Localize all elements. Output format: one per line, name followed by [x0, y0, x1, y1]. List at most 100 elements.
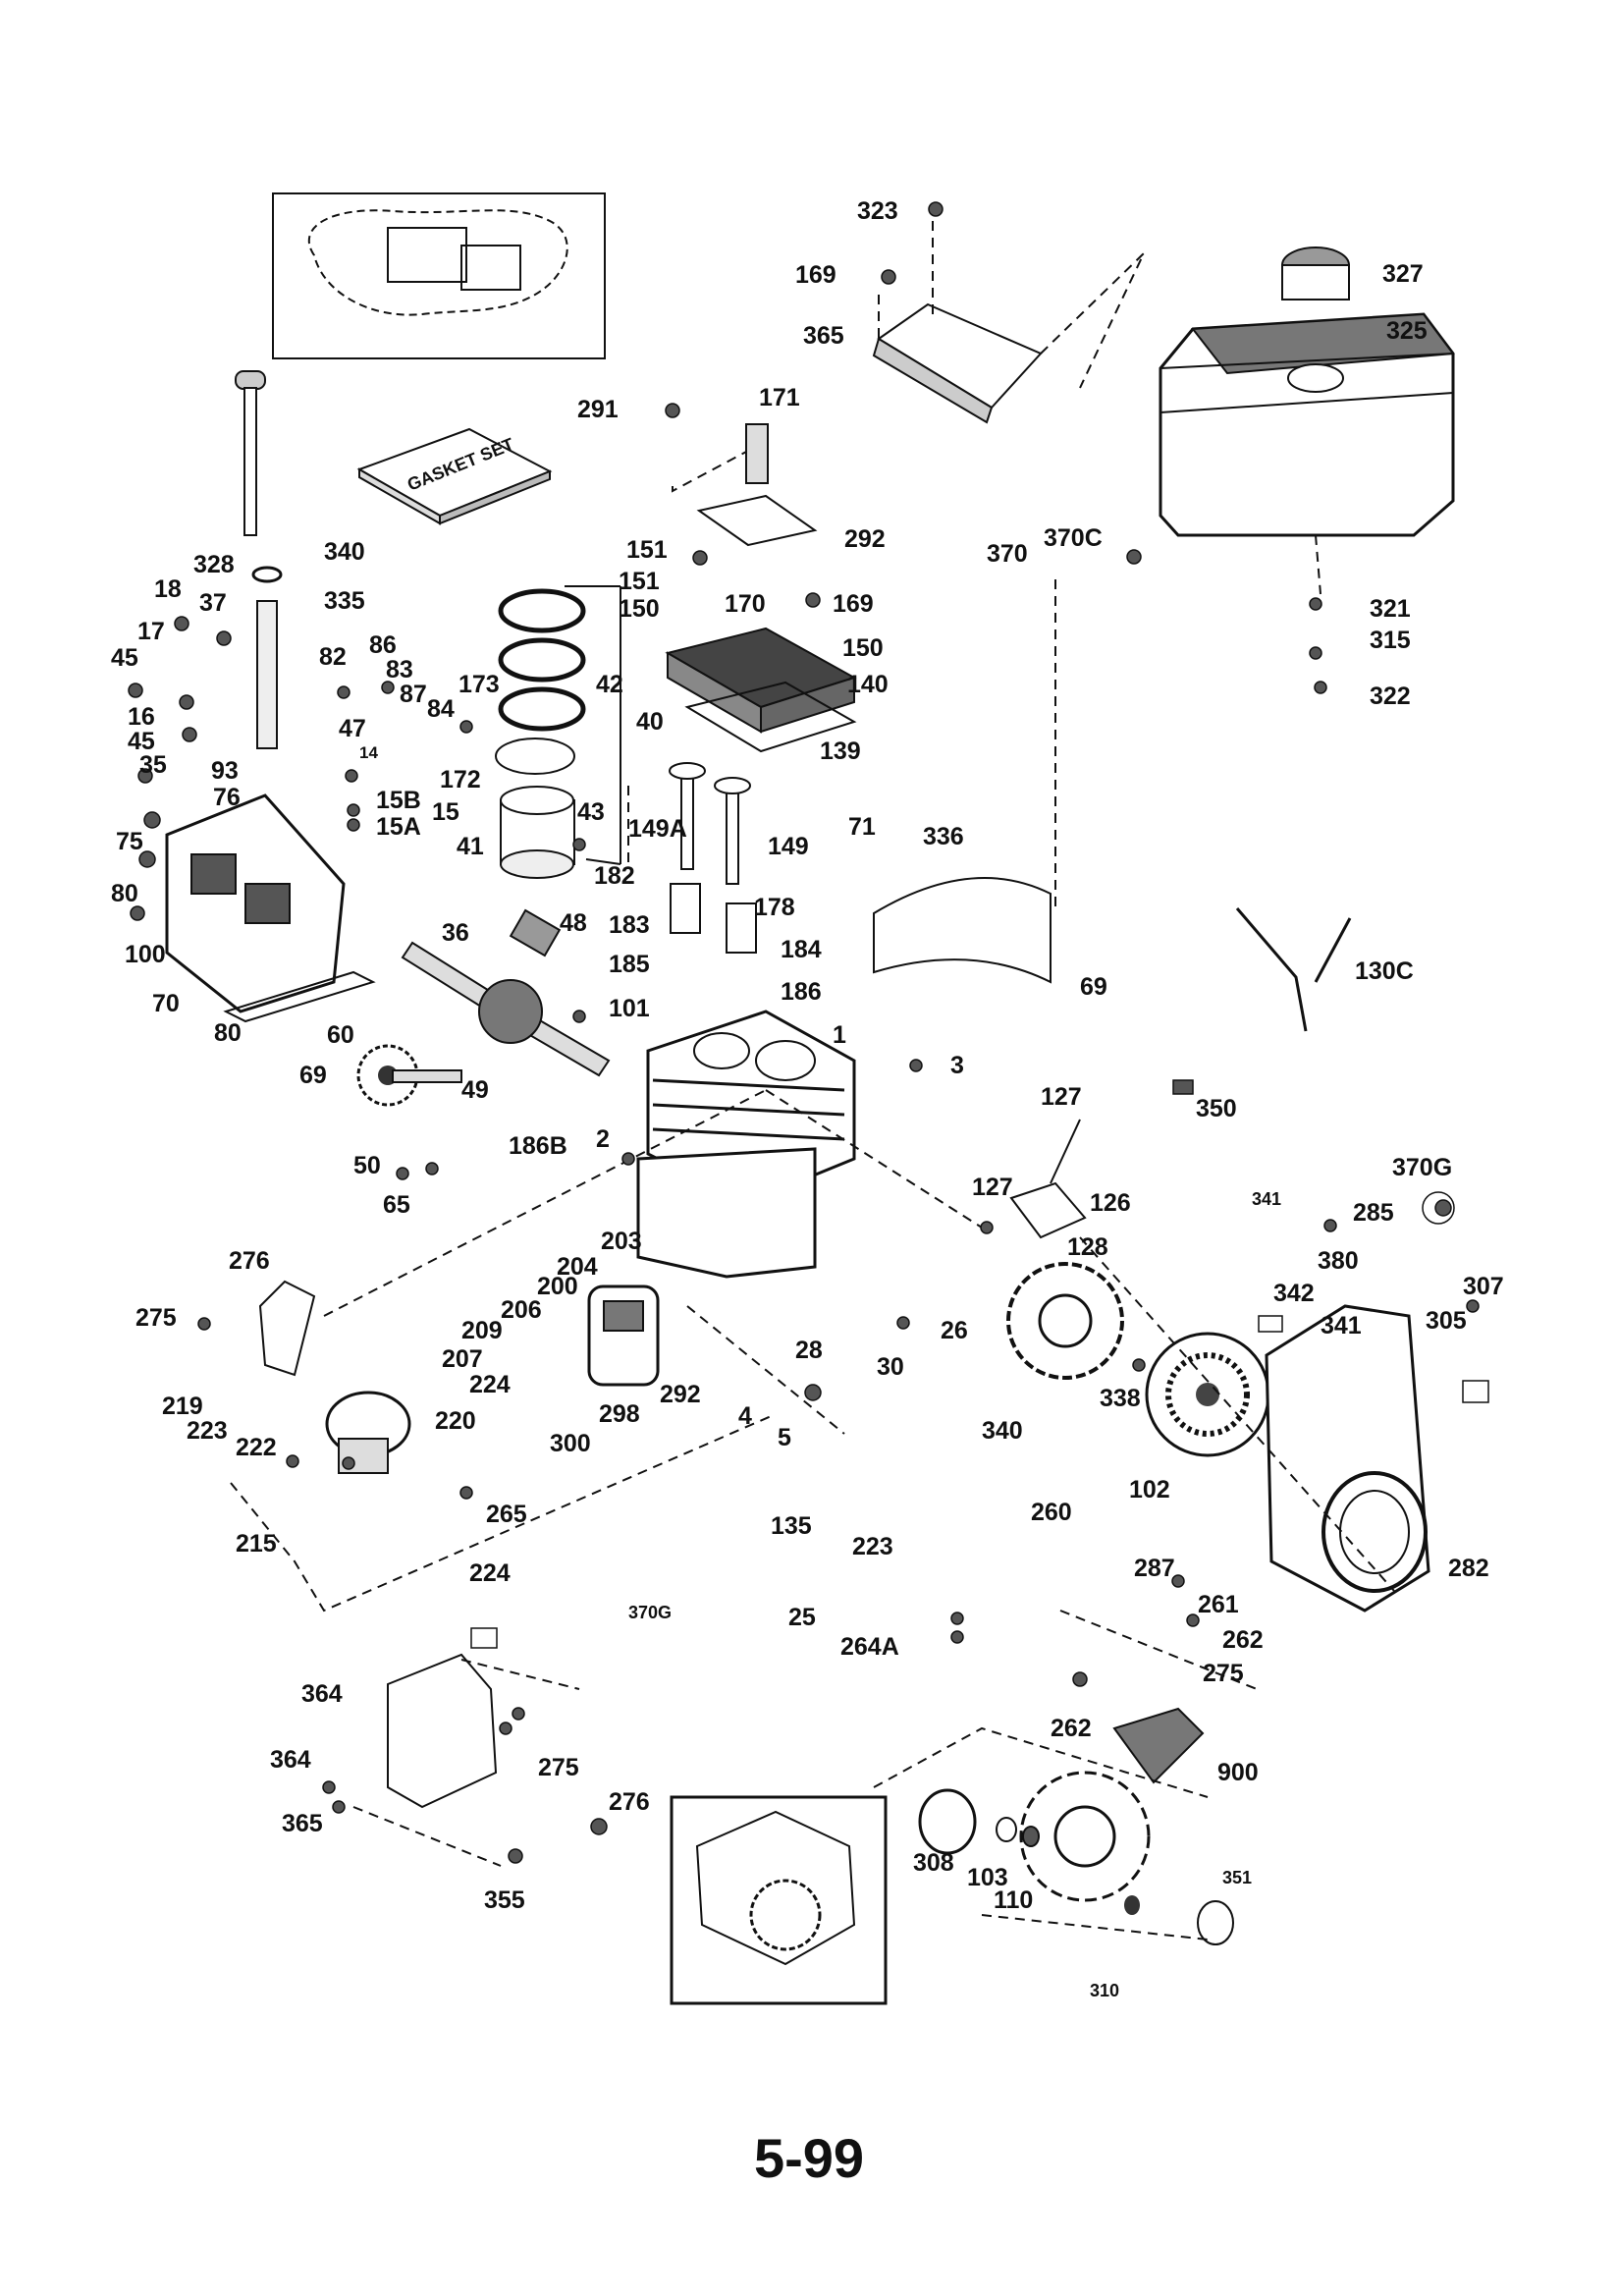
- label-35: 37: [199, 589, 227, 617]
- label-16: 16: [128, 703, 155, 731]
- label-328: 355: [484, 1886, 525, 1914]
- label-50: 69: [299, 1062, 327, 1089]
- label-170: 203: [601, 1228, 642, 1255]
- label-3: 3: [950, 1052, 964, 1079]
- starter-cup: [918, 1788, 1040, 1855]
- label-65: 71: [848, 813, 876, 841]
- muffler: [587, 1285, 660, 1387]
- label-150b: 184: [781, 936, 822, 963]
- label-5: 5: [778, 1424, 791, 1451]
- label-60: 69: [1080, 973, 1107, 1001]
- label-222: 265: [486, 1501, 527, 1528]
- label-307: 335: [324, 587, 365, 615]
- label-172: 206: [501, 1296, 542, 1324]
- stator: [1006, 1262, 1124, 1380]
- label-171: 204: [557, 1253, 598, 1281]
- label-140: 173: [458, 671, 500, 698]
- label-135: 171: [759, 384, 800, 411]
- label-200: 260: [1031, 1499, 1072, 1526]
- o-ring-327: [1197, 1900, 1234, 1945]
- label-206: 262: [1051, 1715, 1092, 1742]
- label-224: 276: [229, 1247, 270, 1275]
- label-15A: 15A: [376, 813, 421, 841]
- label-186: 223: [852, 1533, 893, 1560]
- blower-housing: [1265, 1304, 1430, 1613]
- gasket-inset-396: [272, 192, 606, 359]
- label-40: 40: [636, 708, 664, 736]
- label-45b: 49: [461, 1076, 489, 1104]
- label-220: 276: [609, 1788, 650, 1816]
- label-305: 328: [193, 551, 235, 578]
- label-103: 128: [1067, 1233, 1108, 1261]
- label-183: 220: [435, 1407, 476, 1435]
- label-20: 26: [941, 1317, 968, 1344]
- label-186B: 224: [469, 1559, 511, 1587]
- label-265: 292: [844, 525, 886, 553]
- assembly-guide-lines: [230, 221, 1395, 1941]
- label-301: 327: [1382, 260, 1424, 288]
- label-341: 370: [987, 540, 1028, 568]
- label-139: 172: [440, 766, 481, 793]
- label-48: 60: [327, 1021, 354, 1049]
- label-70-main: 70: [152, 990, 180, 1017]
- starter-handle: [1112, 1707, 1205, 1784]
- label-126: 149A: [628, 815, 687, 843]
- label-119: 139: [820, 738, 861, 765]
- label-260: 282: [1448, 1555, 1489, 1582]
- label-81: 83: [386, 656, 413, 683]
- label-76: 80: [111, 880, 138, 907]
- label-49: 65: [383, 1191, 410, 1219]
- label-185: 223: [187, 1417, 228, 1445]
- label-335: 364: [301, 1680, 343, 1708]
- label-47: 50: [353, 1152, 381, 1179]
- label-207: 224: [469, 1371, 511, 1398]
- label-84: 87: [400, 681, 427, 708]
- label-102: 127: [972, 1174, 1013, 1201]
- label-18: 18: [154, 575, 182, 603]
- label-342: 370C: [1044, 524, 1103, 552]
- label-25: 28: [795, 1337, 823, 1364]
- part-labels: 323 169 327 325 365 291 171 292 370C 370…: [111, 197, 1504, 1914]
- label-178: 215: [236, 1530, 277, 1558]
- label-110: 130C: [1355, 957, 1414, 985]
- label-90: 102: [1129, 1476, 1170, 1503]
- label-340: 365: [803, 322, 844, 350]
- label-19: 25: [788, 1604, 816, 1631]
- label-14: 14: [359, 743, 378, 762]
- label-71: 75: [116, 828, 143, 855]
- label-219: 275: [538, 1754, 579, 1781]
- label-26: 30: [877, 1353, 904, 1381]
- label-42: 42: [596, 671, 623, 698]
- fuel-tank: [1159, 246, 1455, 537]
- label-315-main: 340: [982, 1417, 1023, 1445]
- label-169b: 200: [537, 1273, 578, 1300]
- label-281: 305: [1426, 1307, 1467, 1335]
- label-151b: 186: [781, 978, 822, 1006]
- label-87: 100: [125, 941, 166, 968]
- label-110A: 135: [771, 1512, 812, 1540]
- label-292a: 321: [1370, 595, 1411, 623]
- engine-inset-900: [670, 1795, 888, 2005]
- label-100: 126: [1090, 1189, 1131, 1217]
- label-322: 341: [1321, 1312, 1362, 1339]
- gasket-set-envelope: GASKET SET: [356, 427, 553, 525]
- label-336: 364: [270, 1746, 311, 1774]
- carburetor: [325, 1391, 411, 1474]
- label-355: 900: [1217, 1759, 1259, 1786]
- crankcase-cover: [165, 793, 376, 1023]
- label-45: 48: [560, 909, 587, 937]
- crankshaft: [401, 908, 611, 1077]
- cylinder-shroud: [873, 877, 1052, 984]
- label-128: 151: [619, 568, 660, 595]
- label-308: 336: [923, 823, 964, 850]
- label-36: 45: [128, 728, 155, 755]
- ignition-module: [1009, 1119, 1087, 1239]
- label-310: 340: [324, 538, 365, 566]
- label-285: 308: [913, 1849, 954, 1877]
- label-275: 292: [660, 1381, 701, 1408]
- label-43: 43: [577, 798, 605, 826]
- piston-rings: [495, 585, 621, 879]
- label-93: 110: [994, 1886, 1033, 1914]
- label-86: 93: [211, 757, 239, 785]
